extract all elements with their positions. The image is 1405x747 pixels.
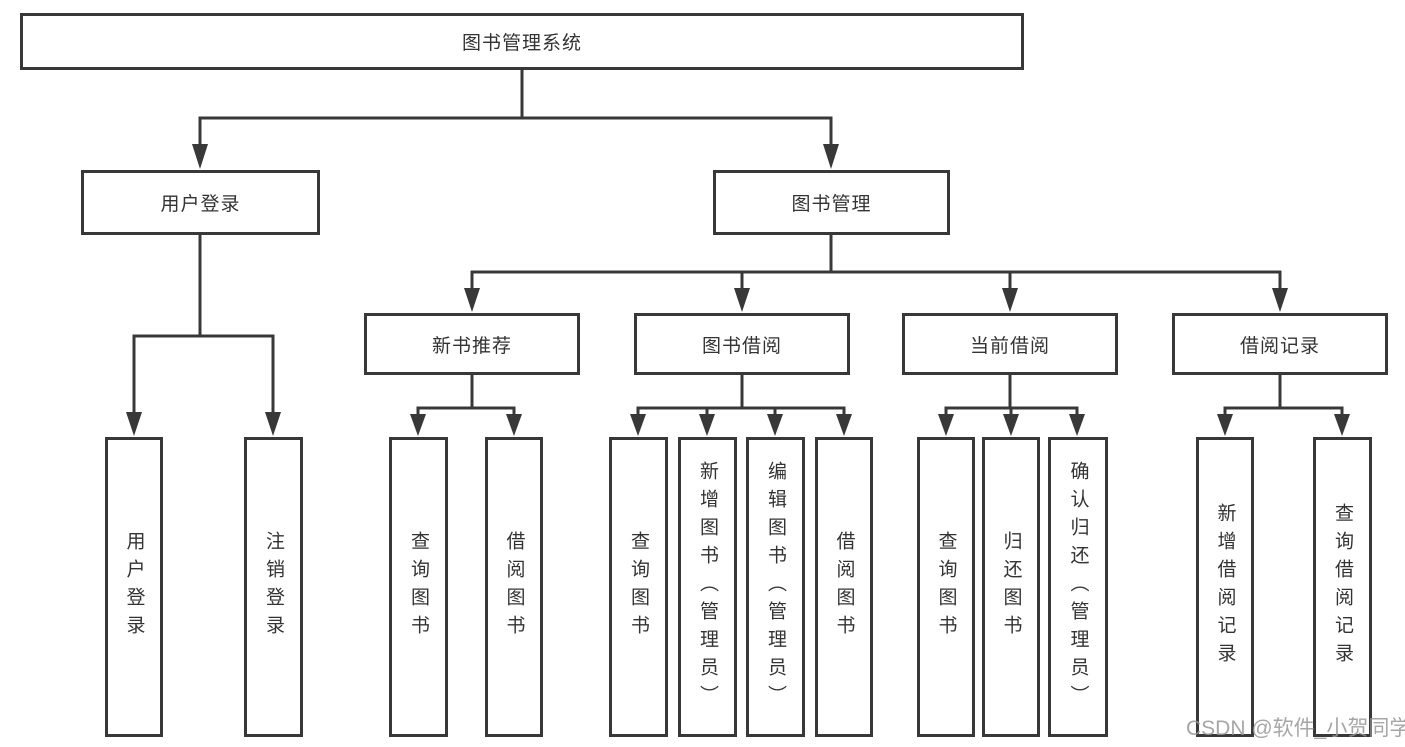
node-user-login: 用户登录 (81, 170, 320, 235)
node-leaf-return-books: 归还图书 (982, 437, 1040, 737)
node-leaf-query-books-1: 查询图书 (389, 437, 448, 737)
node-current-borrowing: 当前借阅 (902, 313, 1118, 375)
node-leaf-confirm-return-admin: 确认归还（管理员） (1048, 437, 1108, 737)
node-leaf-borrow-books-1: 借阅图书 (485, 437, 543, 737)
node-leaf-borrow-books-2: 借阅图书 (815, 437, 873, 737)
node-leaf-query-books-2: 查询图书 (609, 437, 668, 737)
node-borrowing-records: 借阅记录 (1172, 313, 1388, 375)
node-leaf-user-login: 用户登录 (105, 437, 163, 737)
csdn-watermark: CSDN @软件_小贺同学 (1186, 717, 1405, 740)
node-leaf-add-borrow-record: 新增借阅记录 (1196, 437, 1254, 737)
node-new-book-recommend: 新书推荐 (364, 313, 580, 375)
node-library-system: 图书管理系统 (20, 13, 1024, 70)
node-leaf-edit-books-admin: 编辑图书（管理员） (746, 437, 805, 737)
node-book-borrowing: 图书借阅 (634, 313, 850, 375)
node-leaf-query-books-3: 查询图书 (917, 437, 975, 737)
node-leaf-query-borrow-record: 查询借阅记录 (1313, 437, 1372, 737)
node-leaf-add-books-admin: 新增图书（管理员） (678, 437, 737, 737)
node-leaf-logout: 注销登录 (244, 437, 303, 737)
node-book-management: 图书管理 (713, 170, 950, 235)
